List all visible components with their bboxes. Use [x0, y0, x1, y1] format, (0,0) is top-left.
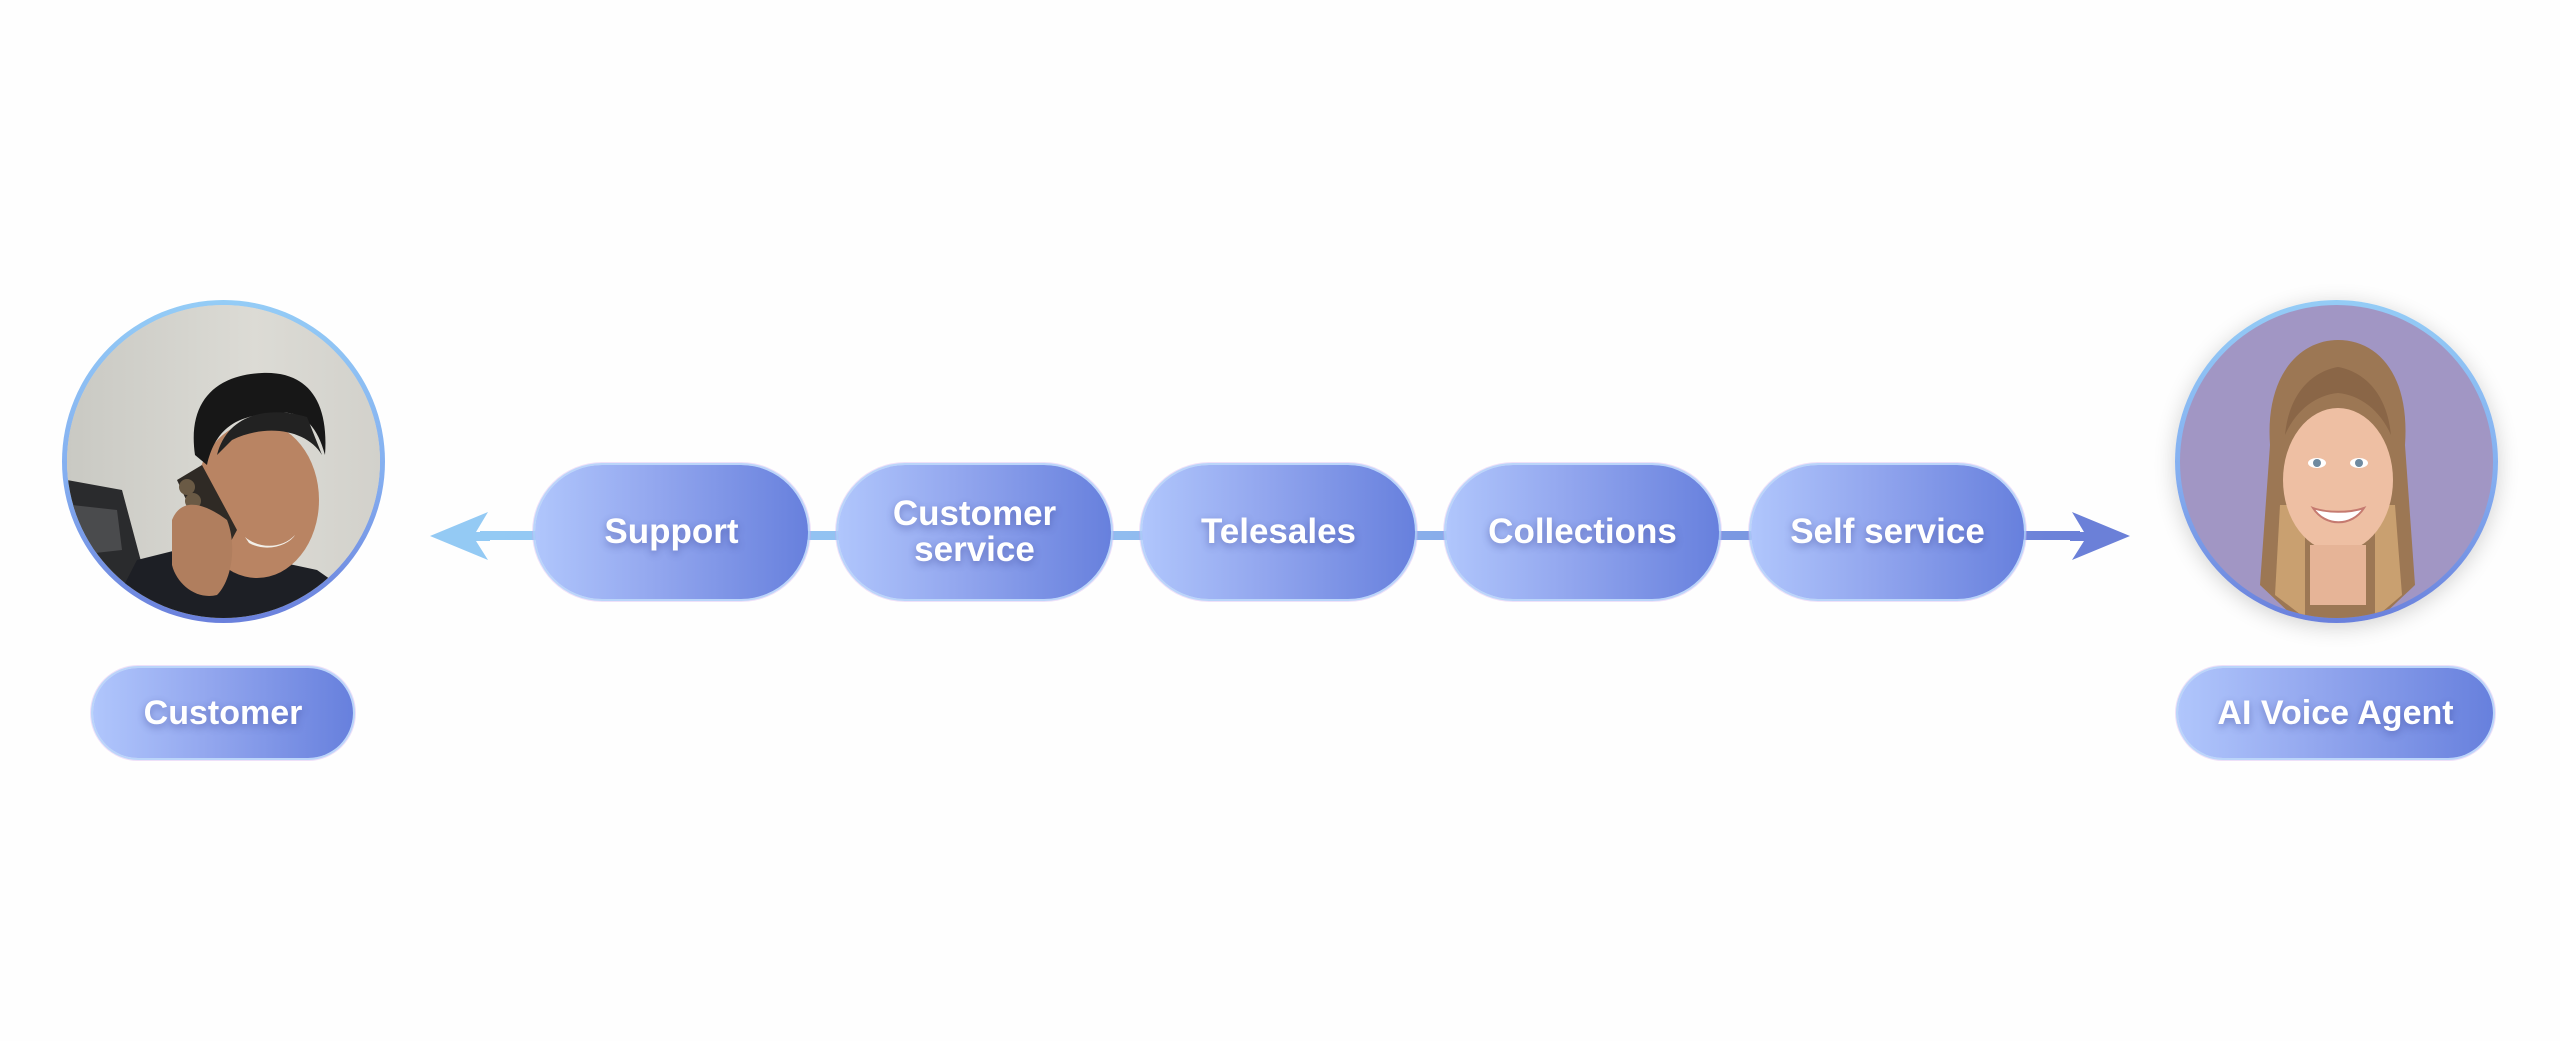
use-case-label: Self service	[1790, 512, 1985, 551]
arrow-right-icon	[2070, 512, 2130, 560]
use-case-label: Customer service	[892, 494, 1057, 569]
use-case-label: Telesales	[1200, 512, 1357, 551]
use-case-telesales: Telesales	[1142, 465, 1415, 599]
customer-avatar	[62, 300, 385, 623]
arrow-left-icon	[430, 512, 490, 560]
ai-voice-agent-label: AI Voice Agent	[2178, 668, 2493, 758]
ai-agent-avatar	[2175, 300, 2498, 623]
customer-label: Customer	[93, 668, 353, 758]
use-case-customer-service: Customer service	[838, 465, 1111, 599]
use-case-support: Support	[535, 465, 808, 599]
use-case-collections: Collections	[1446, 465, 1719, 599]
use-case-self-service: Self service	[1751, 465, 2024, 599]
man-on-phone-photo	[67, 305, 380, 618]
ai-voice-agent-label-text: AI Voice Agent	[2217, 693, 2454, 732]
use-case-label: Collections	[1488, 512, 1677, 551]
smiling-woman-photo	[2180, 305, 2493, 618]
customer-label-text: Customer	[143, 693, 303, 732]
use-case-label: Support	[604, 512, 739, 551]
